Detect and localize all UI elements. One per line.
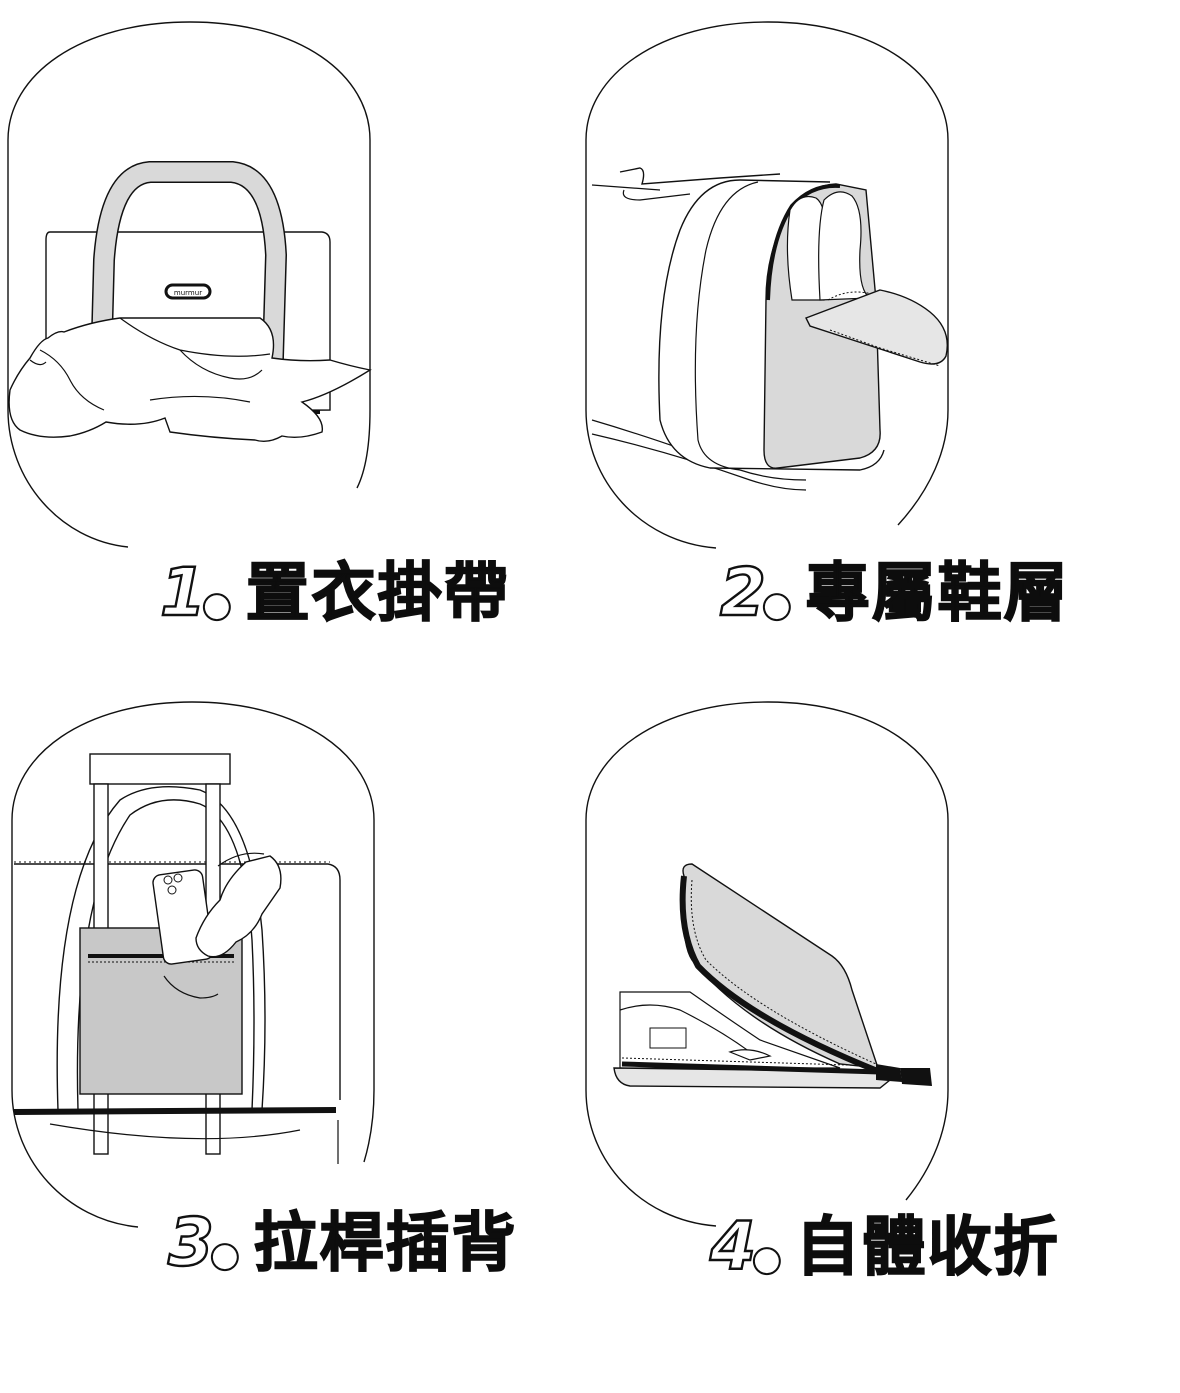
step-number-2: 2 [719,554,767,631]
step-title-4: 自體收折 [795,1211,1060,1285]
shoe-compartment-illustration [585,21,949,549]
panel-2: 2 ● 專屬鞋層 [580,0,1180,660]
brand-badge-text: murmur [174,289,202,297]
step-title-2: 專屬鞋層 [805,557,1070,631]
trolley-sleeve-illustration [11,701,375,1228]
step-dot-icon: ● [761,585,793,625]
step-dot-icon: ● [201,585,233,625]
panel-1: murmur 1 ● 置衣掛帶 [0,0,580,660]
panel-4: 4 ● 自體收折 [580,680,1180,1360]
step-number-4: 4 [709,1208,757,1285]
panel-3-caption: 3 ● 拉桿插背 [167,1204,518,1281]
panel-3: 3 ● 拉桿插背 [0,680,580,1360]
panel-1-caption: 1 ● 置衣掛帶 [159,554,510,631]
step-dot-icon: ● [209,1235,241,1275]
panel-4-caption: 4 ● 自體收折 [709,1208,1060,1285]
self-folding-illustration [585,701,949,1227]
garment-strap-illustration: murmur [7,21,372,548]
step-dot-icon: ● [751,1239,783,1279]
step-number-3: 3 [167,1204,215,1281]
step-title-3: 拉桿插背 [253,1207,518,1281]
step-title-1: 置衣掛帶 [245,557,510,631]
step-number-1: 1 [159,554,207,631]
panel-2-caption: 2 ● 專屬鞋層 [719,554,1070,631]
